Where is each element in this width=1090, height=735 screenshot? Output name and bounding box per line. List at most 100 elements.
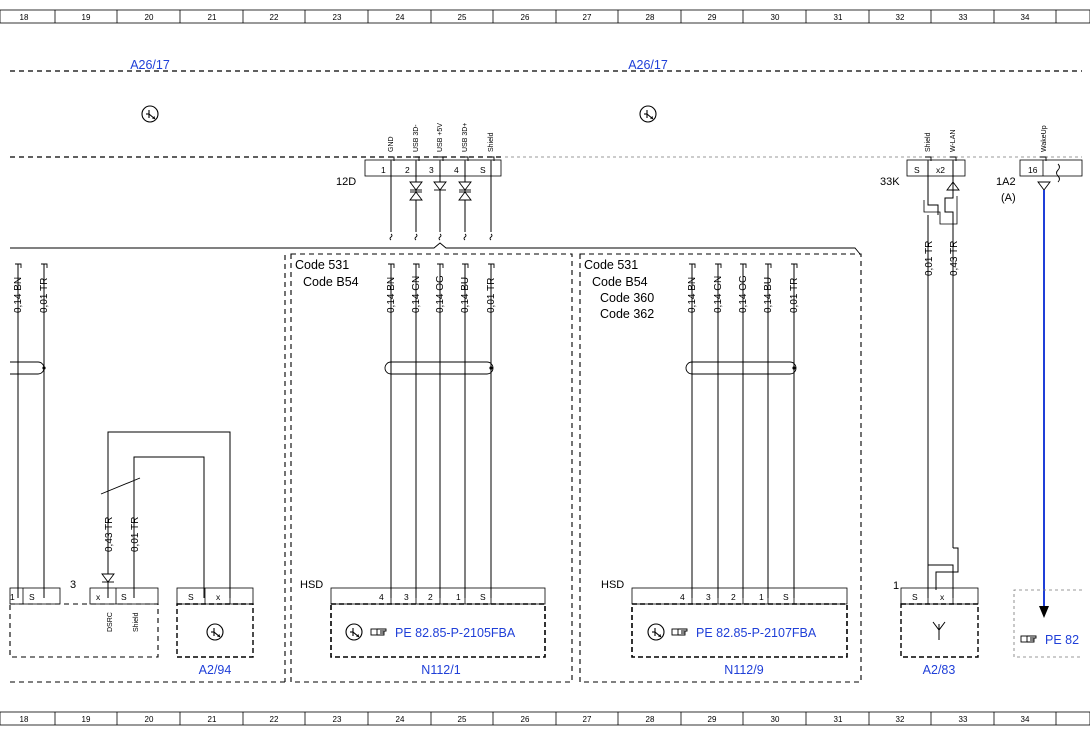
code-label: Code 531 — [584, 258, 638, 272]
component-label-n112-1[interactable]: N112/1 — [421, 663, 460, 677]
ruler-col: 21 — [208, 715, 217, 724]
ruler-col: 20 — [145, 715, 154, 724]
pin-number: 3 — [706, 592, 711, 602]
ruler-col: 19 — [82, 715, 91, 724]
ground-circle-icon — [141, 105, 159, 123]
code-label: Code 360 — [600, 291, 654, 305]
wire-label: 0,43 TR — [104, 517, 115, 552]
pin-label: Shield — [488, 132, 495, 152]
section-n112-9: Code 531 Code B54 Code 360 Code 362 0,14… — [579, 253, 862, 683]
ruler-col: 27 — [583, 13, 592, 22]
pin-number: x — [940, 592, 945, 602]
ruler-col: 20 — [145, 13, 154, 22]
ruler-col: 24 — [396, 13, 405, 22]
left-section: 0,14 BN 0,01 TR 1 S 0,43 TR 0,01 TR 3 x … — [9, 255, 286, 683]
ruler-col: 34 — [1021, 13, 1030, 22]
component-label-a26-17[interactable]: A26/17 — [130, 58, 170, 72]
pointing-hand-icon — [370, 628, 387, 636]
connector-1a2: 1A2 (A) WakeUp 16 — [996, 125, 1083, 618]
connector-sublabel: (A) — [1001, 192, 1016, 204]
ruler-col: 19 — [82, 13, 91, 22]
pin-number: 16 — [1028, 165, 1038, 175]
pin-label: GND — [388, 136, 395, 152]
connector-label: 1A2 — [996, 176, 1016, 188]
ruler-col: 28 — [646, 715, 655, 724]
ruler-col: 26 — [521, 13, 530, 22]
ruler-col: 34 — [1021, 715, 1030, 724]
pin-label: Shield — [925, 132, 932, 152]
bottom-ruler: 18 19 20 21 22 23 24 25 26 27 28 29 30 3… — [0, 711, 1090, 726]
pin-number: S — [912, 592, 918, 602]
ruler-col: 25 — [458, 13, 467, 22]
pin-label: USB 3D- — [413, 124, 420, 152]
pin-label: W-LAN — [950, 130, 957, 152]
connector-12d: 12D GND USB 3D- USB +5V USB 3D+ Shield 1… — [336, 123, 502, 241]
ruler-col: 29 — [708, 13, 717, 22]
ruler-col: 23 — [333, 715, 342, 724]
ruler-col: 30 — [771, 715, 780, 724]
ground-circle-icon — [639, 105, 657, 123]
pin-number: 2 — [731, 592, 736, 602]
pin-number: x2 — [936, 165, 945, 175]
code-label: Code B54 — [303, 275, 359, 289]
connector-33k: 33K Shield W-LAN S x2 — [880, 130, 966, 590]
ruler-col: 22 — [270, 13, 279, 22]
pin-number: 1 — [10, 592, 15, 602]
pin-number: 3 — [429, 165, 434, 175]
pin-number: 3 — [404, 592, 409, 602]
code-label: Code 362 — [600, 307, 654, 321]
pointing-hand-icon — [1020, 635, 1037, 643]
pin-number: 1 — [456, 592, 461, 602]
code-label: Code B54 — [592, 275, 648, 289]
top-ruler: 18 19 20 21 22 23 24 25 26 27 28 29 30 3… — [0, 9, 1090, 24]
pin-number: S — [188, 592, 194, 602]
pin-number: S — [914, 165, 920, 175]
ruler-col: 21 — [208, 13, 217, 22]
ruler-col: 31 — [834, 715, 843, 724]
wire-label: 0,01 TR — [130, 517, 141, 552]
pin-number: 1 — [759, 592, 764, 602]
ruler-col: 18 — [20, 13, 29, 22]
pin-number: S — [121, 592, 127, 602]
ruler-col: 29 — [708, 715, 717, 724]
antenna-icon — [932, 621, 946, 640]
module-a26-17: A26/17 A26/17 — [10, 58, 1082, 158]
connector-label: 12D — [336, 176, 356, 188]
pin-number: S — [783, 592, 789, 602]
pin-label: DSRC — [107, 612, 114, 632]
ruler-col: 28 — [646, 13, 655, 22]
pin-label: WakeUp — [1041, 125, 1048, 152]
pin-number: 2 — [405, 165, 410, 175]
ruler-col: 33 — [959, 715, 968, 724]
code-label: Code 531 — [295, 258, 349, 272]
ruler-col: 26 — [521, 715, 530, 724]
pin-label: USB +5V — [437, 123, 444, 152]
ruler-col: 24 — [396, 715, 405, 724]
pin-number: S — [29, 592, 35, 602]
ground-circle-icon — [345, 623, 363, 641]
connector-label: HSD — [601, 579, 624, 591]
component-label-a26-17[interactable]: A26/17 — [628, 58, 668, 72]
ruler-col: 25 — [458, 715, 467, 724]
ruler-col: 18 — [20, 715, 29, 724]
ruler-col: 31 — [834, 13, 843, 22]
connector-label: HSD — [300, 579, 323, 591]
reference-link[interactable]: PE 82 — [1045, 633, 1079, 647]
pin-number: 4 — [454, 165, 459, 175]
pin-number: 4 — [680, 592, 685, 602]
connector-number: 1 — [893, 580, 899, 592]
reference-link[interactable]: PE 82.85-P-2107FBA — [696, 626, 817, 640]
bus-brace — [10, 242, 861, 255]
reference-link[interactable]: PE 82.85-P-2105FBA — [395, 626, 516, 640]
component-label-a2-83[interactable]: A2/83 — [923, 663, 956, 677]
ruler-col: 32 — [896, 715, 905, 724]
pin-number: 2 — [428, 592, 433, 602]
component-label-n112-9[interactable]: N112/9 — [724, 663, 763, 677]
ruler-col: 27 — [583, 715, 592, 724]
ground-circle-icon — [206, 623, 224, 641]
ruler-col: 33 — [959, 13, 968, 22]
pin-label: USB 3D+ — [462, 123, 469, 152]
component-label-a2-94[interactable]: A2/94 — [199, 663, 232, 677]
connector-number: 3 — [70, 579, 76, 591]
